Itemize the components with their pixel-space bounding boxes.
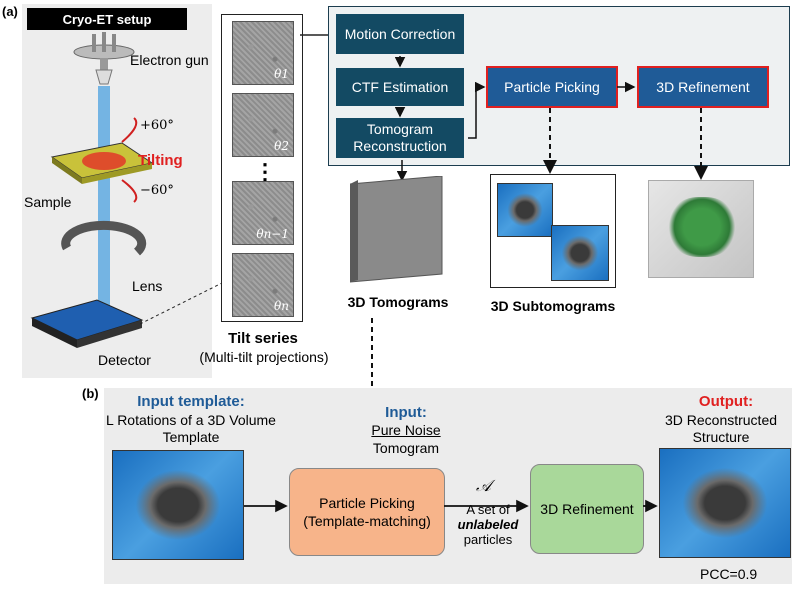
- subtomograms-frame: [490, 174, 616, 288]
- input-template-title: Input template:: [137, 393, 245, 410]
- tilt-series-title: Tilt series: [228, 330, 298, 347]
- detector-label: Detector: [98, 352, 151, 368]
- electron-gun-label: Electron gun: [130, 52, 209, 68]
- template-matching-box: Particle Picking (Template-matching): [289, 468, 445, 556]
- angle-pos-label: +60°: [140, 118, 174, 133]
- pcc-value: PCC=0.9: [700, 566, 758, 582]
- refinement-box: 3D Refinement: [530, 464, 644, 554]
- output-title: Output:: [698, 393, 754, 410]
- green-density-map: [667, 197, 737, 257]
- panel-a-label: (a): [2, 4, 18, 19]
- panel-b-label: (b): [82, 386, 99, 401]
- tomograms-caption: 3D Tomograms: [347, 294, 449, 310]
- tilt-series-box: θ1 θ2 ⋮ θn−1 θn: [221, 14, 303, 322]
- lens-icon: [61, 220, 147, 256]
- electron-gun-icon: [73, 32, 135, 85]
- subtomogram-2: [551, 225, 609, 281]
- subtomogram-1: [497, 183, 553, 237]
- tomogram-3d-image: [350, 176, 443, 283]
- ellipsis-dots: ⋮: [254, 159, 276, 184]
- input-tomogram-label: Tomogram: [372, 440, 440, 456]
- sample-label: Sample: [24, 194, 72, 210]
- set-symbol: 𝒜: [476, 476, 492, 495]
- lens-label: Lens: [132, 278, 163, 294]
- angle-neg-label: −60°: [140, 183, 174, 198]
- detector-icon: [30, 299, 144, 348]
- tilt-image-1: θ1: [232, 21, 294, 85]
- sample-icon: [50, 142, 154, 184]
- setup-title: Cryo-ET setup: [27, 8, 187, 30]
- tilt-series-subtitle: (Multi-tilt projections): [199, 349, 329, 365]
- input-template-desc: L Rotations of a 3D Volume Template: [106, 412, 276, 445]
- refined-structure-image: [648, 180, 754, 278]
- projection-dashed-line: [140, 281, 225, 325]
- set-desc-line-3: particles: [463, 532, 513, 547]
- output-desc: 3D Reconstructed Structure: [664, 412, 778, 445]
- tilt-image-n-minus-1: θn−1: [232, 181, 294, 245]
- subtomograms-caption: 3D Subtomograms: [490, 298, 616, 314]
- tilt-image-2: θ2: [232, 93, 294, 157]
- input-noise-label: Pure Noise: [371, 422, 441, 438]
- step-particle-picking: Particle Picking: [486, 66, 618, 108]
- step-ctf-estimation: CTF Estimation: [336, 68, 464, 106]
- cryo-et-apparatus: [30, 32, 154, 348]
- input-title: Input:: [385, 404, 427, 421]
- tilt-image-n: θn: [232, 253, 294, 317]
- tilt-to-workflow-connector: [300, 34, 330, 36]
- step-tomogram-reconstruction: Tomogram Reconstruction: [336, 118, 464, 158]
- set-desc-line-2: unlabeled: [457, 517, 519, 532]
- step-3d-refinement: 3D Refinement: [637, 66, 769, 108]
- tilting-label: Tilting: [138, 152, 183, 169]
- step-motion-correction: Motion Correction: [336, 14, 464, 54]
- input-template-image: [112, 450, 244, 560]
- output-structure-image: [659, 448, 791, 558]
